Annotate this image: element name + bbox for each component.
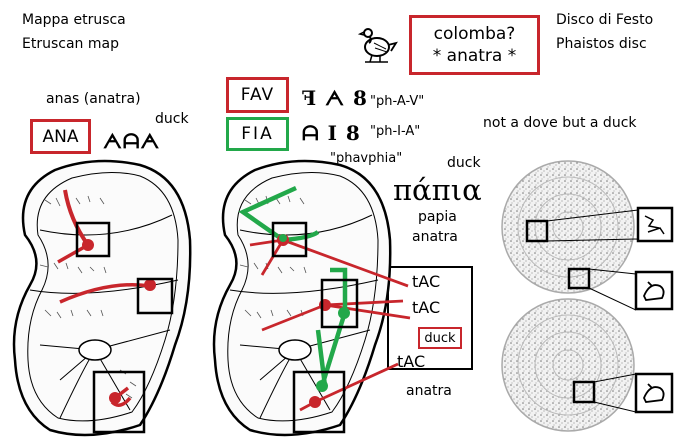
anatra-bottom-label: anatra (406, 383, 452, 399)
fia-box: FIA (226, 117, 289, 151)
anatra-label: anatra (412, 229, 458, 245)
not-dove-label: not a dove but a duck (483, 115, 637, 131)
tac-item-2: tAC (412, 298, 441, 317)
left-duck-label: duck (155, 111, 189, 127)
phav-label: "ph-A-V" (370, 94, 425, 109)
left-title-italian: Mappa etrusca (22, 12, 126, 28)
tac-box (387, 266, 473, 370)
etruscan-map-left (12, 159, 192, 437)
ana-box: ANA (30, 119, 91, 154)
anas-label: anas (anatra) (46, 91, 141, 107)
tac-item-3: tAC (397, 352, 426, 371)
phavphia-label: "phavphia" (330, 151, 403, 166)
ana-glyphs: ᗅᗩᗅ (103, 129, 161, 153)
left-title-english: Etruscan map (22, 36, 119, 52)
disco-italian: Disco di Festo (556, 12, 654, 28)
fav-glyphs: ꟻ ᗅ 8 (302, 86, 368, 110)
tac-item-1: tAC (412, 272, 441, 291)
papia-label: papia (418, 209, 457, 225)
colomba-line-2: * anatra * (432, 46, 517, 66)
fia-glyphs: ᗩ I 8 (302, 121, 361, 145)
fia-box-text: FIA (241, 124, 274, 144)
center-duck-label: duck (447, 155, 481, 171)
phia-label: "ph-I-A" (370, 124, 421, 139)
zoom-box-2 (634, 270, 674, 311)
colomba-box: colomba? * anatra * (409, 15, 540, 75)
zoom-box-1 (636, 206, 674, 243)
ana-box-text: ANA (42, 126, 79, 147)
phaistos-disc-top (501, 160, 639, 311)
duck-box: duck (418, 327, 462, 349)
etruscan-map-center (212, 159, 411, 437)
disco-english: Phaistos disc (556, 36, 647, 52)
greek-papia: πάπια (393, 173, 482, 207)
zoom-box-3 (634, 372, 674, 414)
duck-box-text: duck (424, 330, 456, 346)
fav-box: FAV (226, 77, 289, 113)
bird-icon (357, 28, 398, 63)
fav-box-text: FAV (240, 85, 275, 105)
colomba-line-1: colomba? (433, 24, 516, 44)
phaistos-disc-bottom (501, 298, 637, 432)
